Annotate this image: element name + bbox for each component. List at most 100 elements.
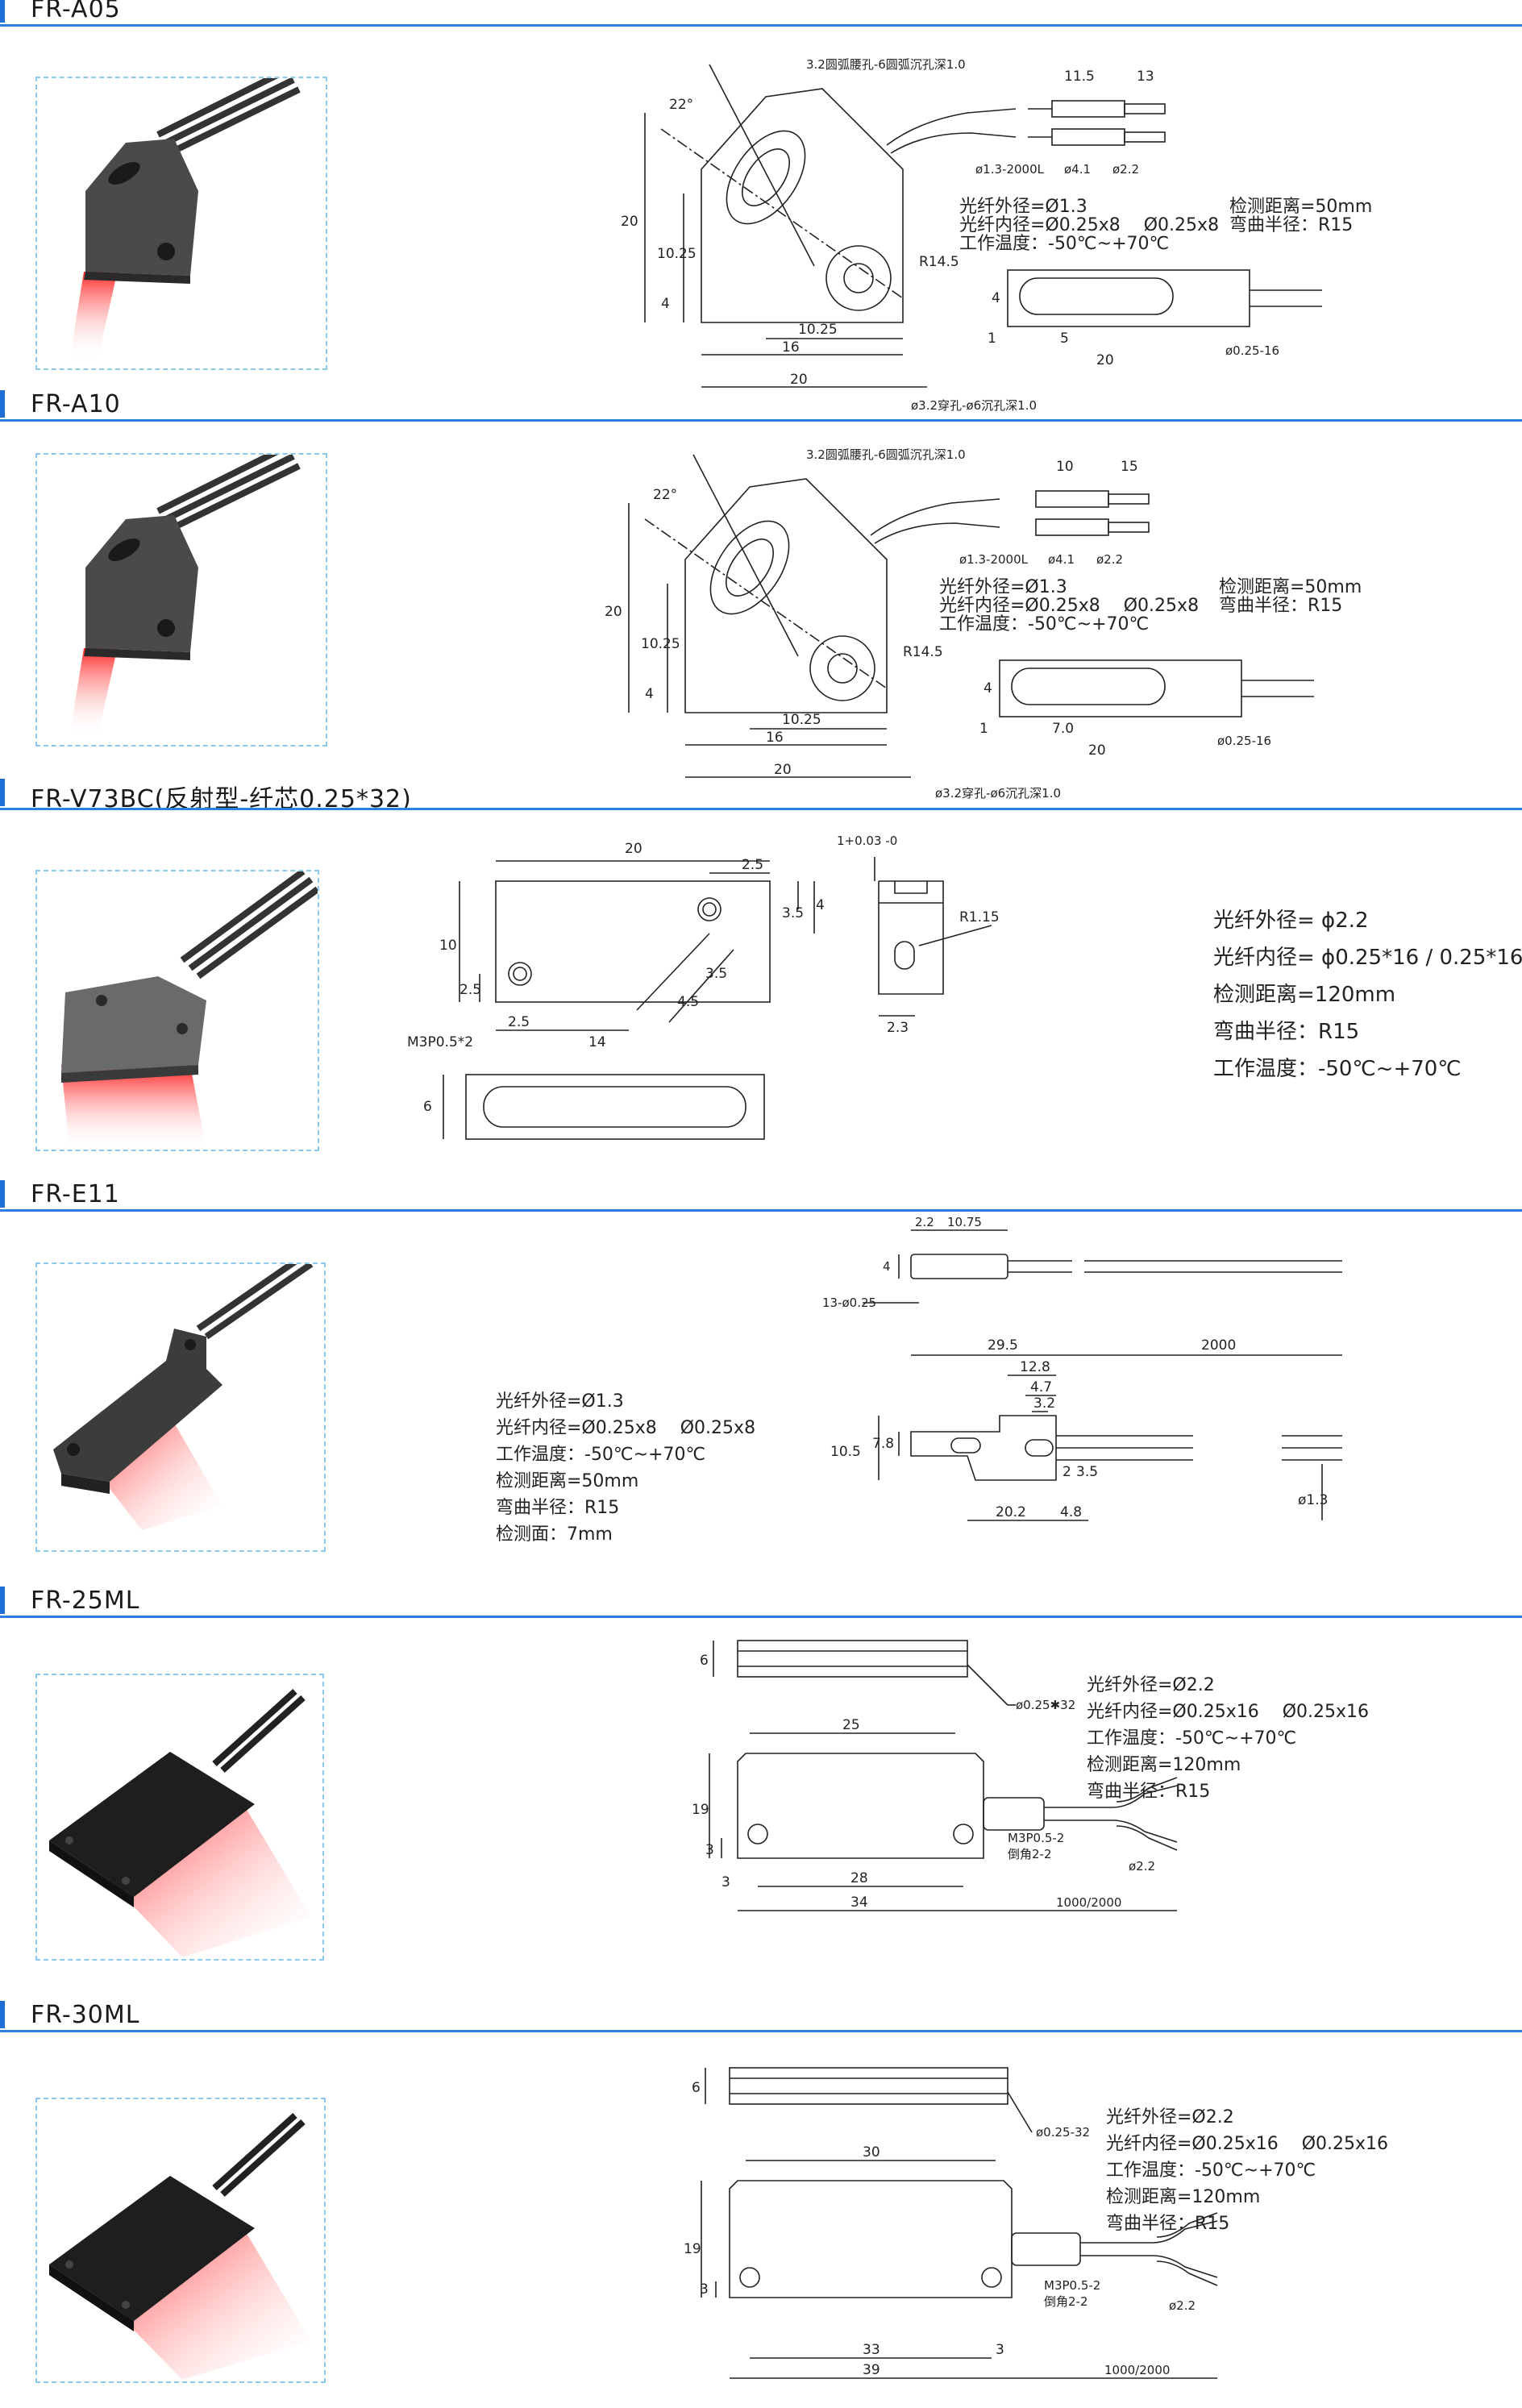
spec-block-right: 检测距离=50mm 弯曲半径：R15 bbox=[1219, 574, 1362, 619]
product-photo-fr-30ml bbox=[49, 2113, 311, 2380]
spec-detect-distance: 检测距离=120mm bbox=[1106, 2187, 1261, 2207]
dim-angle: 22° bbox=[669, 97, 693, 113]
dim-hole-pitch: 28 bbox=[850, 1870, 868, 1886]
note-through-hole: ø3.2穿孔-ø6沉孔深1.0 bbox=[935, 786, 1061, 801]
note-through-hole: ø3.2穿孔-ø6沉孔深1.0 bbox=[911, 398, 1037, 411]
dim-width-20: 20 bbox=[790, 372, 808, 388]
dim-diameter-2-2: ø2.2 bbox=[1129, 1859, 1155, 1874]
technical-drawing-fr-25ml: 6 25 ø0.25✱32 19 3 M3P0.5-2 倒角2-2 ø2.2 3… bbox=[692, 1640, 1178, 1911]
spec-outer-diameter: 光纤外径=Ø2.2 bbox=[1087, 1675, 1215, 1695]
technical-drawing-fr-a05: 3.2圆弧腰孔-6圆弧沉孔深1.0 ø3.2穿孔-ø6沉孔深1.0 22° 20… bbox=[621, 57, 1322, 411]
dim-height-4: 4 bbox=[816, 897, 825, 913]
dim-height-10: 10 bbox=[439, 938, 457, 954]
dim-height-20: 20 bbox=[621, 214, 638, 230]
dim-thread: M3P0.5*2 bbox=[407, 1034, 473, 1050]
dim-height-3-5: 3.5 bbox=[1076, 1464, 1098, 1480]
section-fr-a05: FR-A05 bbox=[0, 0, 1522, 411]
dim-width-20: 20 bbox=[774, 762, 792, 778]
dim-height-2-5: 2.5 bbox=[460, 982, 481, 998]
spec-detect-distance: 检测距离=50mm bbox=[1229, 197, 1373, 217]
header-rule bbox=[0, 1209, 1522, 1212]
spec-temperature: 工作温度：-50℃~+70℃ bbox=[939, 614, 1150, 634]
dim-width-39: 39 bbox=[863, 2362, 880, 2378]
dim-diameter-2-2: ø2.2 bbox=[1112, 162, 1139, 177]
product-photo-fr-v73bc bbox=[61, 871, 318, 1150]
spec-bend-radius: 弯曲半径：R15 bbox=[1087, 1782, 1211, 1802]
spec-inner-diameter: 光纤内径=Ø0.25x16 Ø0.25x16 bbox=[1106, 2134, 1389, 2154]
spec-block-right: 检测距离=50mm 弯曲半径：R15 bbox=[1229, 193, 1372, 239]
dim-height-19: 19 bbox=[692, 1802, 709, 1818]
header-accent-bar bbox=[0, 779, 5, 806]
spec-block: 光纤外径=Ø2.2 光纤内径=Ø0.25x16 Ø0.25x16 工作温度：-5… bbox=[1106, 2104, 1388, 2237]
product-photo-frame bbox=[35, 453, 327, 747]
spec-outer-diameter: 光纤外径=Ø1.3 bbox=[496, 1391, 624, 1412]
dim-width-3-2: 3.2 bbox=[1033, 1395, 1055, 1412]
spec-block: 光纤外径= ϕ2.2 光纤内径= ϕ0.25*16 / 0.25*16 检测距离… bbox=[1213, 902, 1522, 1088]
dim-2-2: 2.2 bbox=[915, 1215, 934, 1229]
product-photo-frame bbox=[35, 1262, 326, 1552]
dim-height-2: 2 bbox=[1062, 1464, 1071, 1480]
dim-side-4: 4 bbox=[992, 290, 1000, 306]
dim-fiber-core: ø0.25-16 bbox=[1217, 734, 1271, 748]
dim-height-7-8: 7.8 bbox=[872, 1436, 894, 1452]
dim-height-3-5: 3.5 bbox=[782, 905, 804, 921]
dim-fiber-length: ø1.3-2000L bbox=[959, 552, 1029, 567]
dim-radius: R14.5 bbox=[903, 644, 943, 660]
dim-diameter-1-3: ø1.3 bbox=[1298, 1492, 1328, 1508]
spec-temperature: 工作温度：-50℃~+70℃ bbox=[1213, 1057, 1462, 1081]
dim-radius: R14.5 bbox=[919, 254, 959, 270]
spec-detect-distance: 检测距离=50mm bbox=[496, 1471, 639, 1491]
dim-length-2000: 2000 bbox=[1201, 1337, 1236, 1354]
dim-thread: M3P0.5-2 bbox=[1008, 1831, 1064, 1845]
note-slot-hole: 3.2圆弧腰孔-6圆弧沉孔深1.0 bbox=[806, 57, 966, 72]
spec-inner-diameter: 光纤内径=Ø0.25x8 Ø0.25x8 bbox=[959, 215, 1220, 235]
dim-side-20: 20 bbox=[1096, 352, 1114, 368]
spec-bend-radius: 弯曲半径：R15 bbox=[1106, 2214, 1230, 2234]
section-title: FR-30ML bbox=[31, 2001, 140, 2029]
spec-detect-distance: 检测距离=120mm bbox=[1213, 983, 1396, 1007]
dim-core-count: ø0.25✱32 bbox=[1016, 1698, 1075, 1712]
dim-side-1: 1 bbox=[988, 331, 996, 347]
spec-detect-distance: 检测距离=120mm bbox=[1087, 1755, 1241, 1775]
dim-width-20: 20 bbox=[625, 841, 642, 857]
dim-thread: M3P0.5-2 bbox=[1044, 2278, 1100, 2293]
section-header: FR-25ML bbox=[0, 1585, 1522, 1618]
dim-height-20: 20 bbox=[605, 604, 622, 620]
dim-width-34: 34 bbox=[850, 1894, 868, 1911]
header-rule bbox=[0, 24, 1522, 27]
product-photo-fr-25ml bbox=[49, 1689, 311, 1957]
product-photo-frame bbox=[35, 2098, 326, 2383]
dim-width-4-7: 4.7 bbox=[1030, 1379, 1052, 1395]
spec-block-left: 光纤外径=Ø1.3 光纤内径=Ø0.25x8 Ø0.25x8 工作温度：-50℃… bbox=[959, 193, 1219, 257]
dim-fiber-length: ø1.3-2000L bbox=[975, 162, 1045, 177]
dim-side-5: 5 bbox=[1060, 331, 1069, 347]
note-slot-hole: 3.2圆弧腰孔-6圆弧沉孔深1.0 bbox=[806, 447, 966, 462]
spec-outer-diameter: 光纤外径=Ø1.3 bbox=[959, 197, 1087, 217]
dim-face-height: 6 bbox=[423, 1099, 432, 1115]
header-accent-bar bbox=[0, 0, 5, 23]
spec-temperature: 工作温度：-50℃~+70℃ bbox=[1087, 1728, 1297, 1749]
dim-diameter-2-2: ø2.2 bbox=[1096, 552, 1123, 567]
dim-tube-length-b: 13 bbox=[1137, 69, 1154, 85]
technical-drawing-fr-a10: 3.2圆弧腰孔-6圆弧沉孔深1.0 ø3.2穿孔-ø6沉孔深1.0 22° 20… bbox=[605, 447, 1314, 801]
dim-chamfer: 倒角2-2 bbox=[1008, 1847, 1052, 1861]
spec-outer-diameter: 光纤外径=Ø2.2 bbox=[1106, 2107, 1234, 2127]
product-photo-fr-a10 bbox=[69, 455, 301, 737]
section-fr-a10: FR-A10 3.2圆弧 bbox=[0, 389, 1522, 801]
section-title: FR-A10 bbox=[31, 390, 121, 418]
dim-diag-3-5: 3.5 bbox=[705, 966, 727, 982]
dim-height-19: 19 bbox=[684, 2241, 701, 2257]
dim-height-6: 6 bbox=[692, 2080, 701, 2096]
dim-width-16: 16 bbox=[766, 730, 784, 746]
header-accent-bar bbox=[0, 1587, 5, 1614]
spec-temperature: 工作温度：-50℃~+70℃ bbox=[496, 1445, 706, 1465]
spec-outer-diameter: 光纤外径= ϕ2.2 bbox=[1213, 909, 1369, 933]
header-rule bbox=[0, 1616, 1522, 1618]
dim-width-29-5: 29.5 bbox=[988, 1337, 1018, 1354]
section-fr-25ml: FR-25ML bbox=[0, 1585, 1522, 1996]
dim-side-4: 4 bbox=[983, 680, 992, 697]
dim-10-75: 10.75 bbox=[947, 1215, 982, 1229]
dim-hole-pitch: 14 bbox=[588, 1034, 606, 1050]
dim-height-3: 3 bbox=[705, 1842, 714, 1858]
product-photo-frame bbox=[35, 77, 327, 370]
